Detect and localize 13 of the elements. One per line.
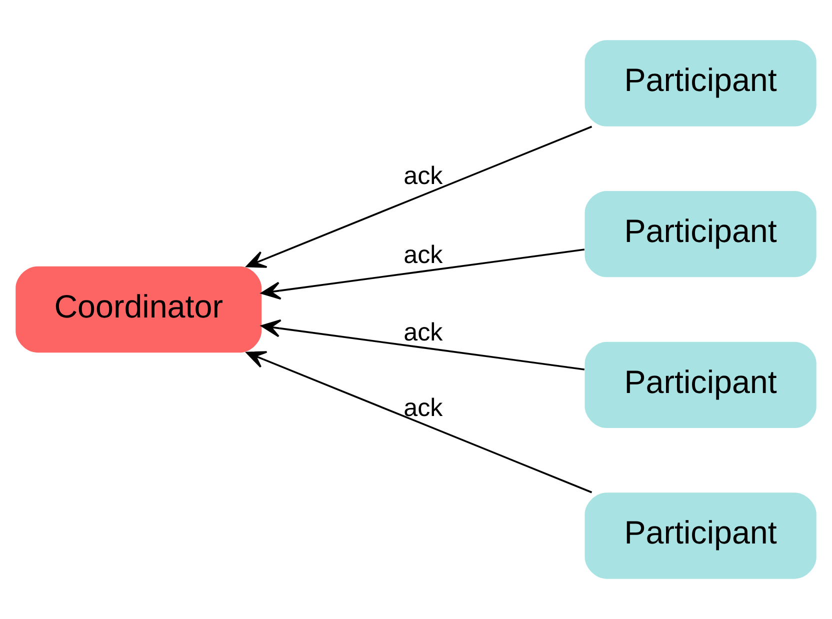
node-box: Participant <box>584 191 816 278</box>
arrow <box>246 126 592 268</box>
node-box: Participant <box>584 342 816 428</box>
arrow <box>260 248 585 300</box>
node-box: Participant <box>584 492 816 579</box>
node-box: Coordinator <box>16 266 262 353</box>
arrow <box>246 351 592 494</box>
edge-label: ack <box>404 162 443 190</box>
edge-label: ack <box>404 241 443 270</box>
edge-label: ack <box>404 318 443 346</box>
arrow <box>260 319 585 370</box>
node-box: Participant <box>584 40 816 126</box>
edge-label: ack <box>404 394 443 422</box>
